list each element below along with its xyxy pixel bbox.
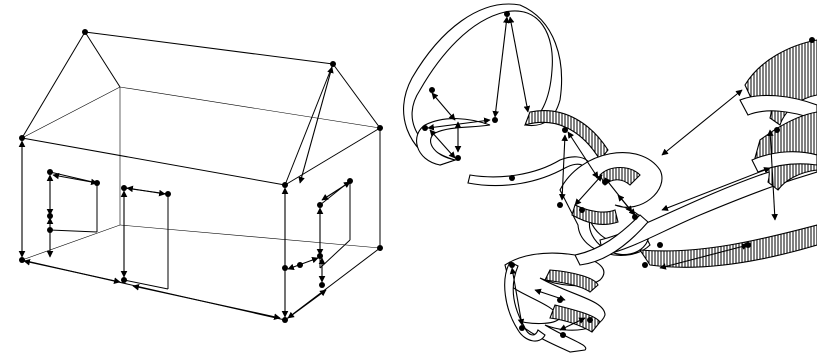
constraint-arrow <box>510 17 528 112</box>
house-constraints <box>22 67 350 318</box>
constraint-arrow <box>53 175 97 183</box>
house-window-left <box>50 172 97 232</box>
house-panel <box>22 32 380 320</box>
ribbon-helix-lower <box>505 253 605 352</box>
house-walls <box>22 87 380 320</box>
constraint-arrow <box>495 17 507 117</box>
constraint-arrow <box>24 261 120 282</box>
house-constraint-points <box>19 29 383 323</box>
house-door <box>124 188 168 289</box>
house-roof <box>22 32 380 185</box>
house-window-right <box>320 181 350 268</box>
constraint-arrow <box>288 290 326 318</box>
ribbon-strand <box>525 111 608 160</box>
constraint-arrow <box>322 182 350 200</box>
ribbon-strand-long <box>640 225 817 267</box>
ribbon-loop-inner <box>417 119 490 165</box>
constraint-arrow <box>288 258 318 269</box>
constraint-arrow <box>133 286 280 318</box>
constraint-arrow <box>127 188 165 194</box>
constraint-arrow <box>300 67 332 183</box>
protein-panel <box>404 4 817 352</box>
constraint-arrow <box>432 93 455 120</box>
constraint-arrow <box>662 90 742 155</box>
